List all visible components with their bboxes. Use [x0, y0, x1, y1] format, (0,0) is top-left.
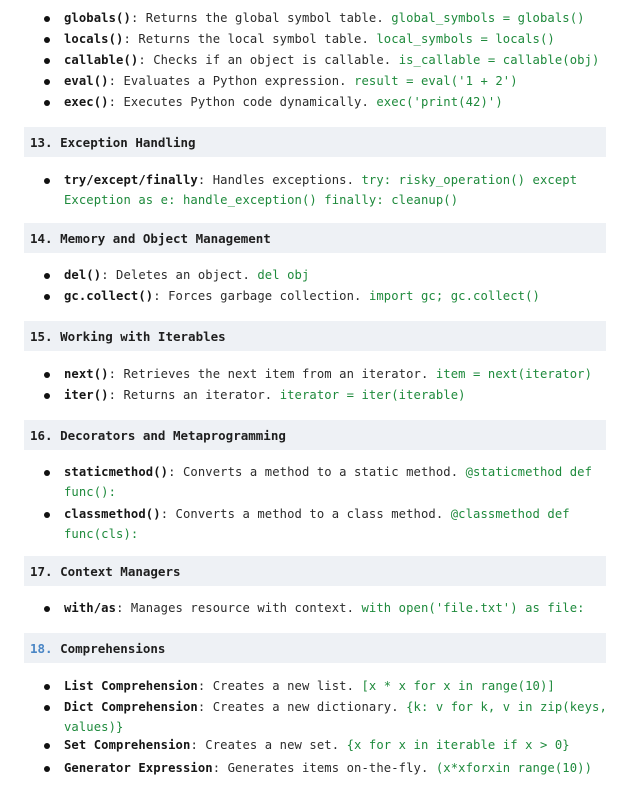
- section-heading-comprehensions: 18. Comprehensions: [24, 633, 606, 663]
- list-item: globals(): Returns the global symbol tab…: [0, 8, 639, 29]
- section-list: staticmethod(): Converts a method to a s…: [0, 462, 639, 544]
- item-description: : Checks if an object is callable.: [138, 53, 392, 67]
- item-term: List Comprehension: [64, 679, 198, 693]
- list-item: gc.collect(): Forces garbage collection.…: [0, 286, 639, 306]
- item-code: is_callable = callable(obj): [398, 53, 600, 67]
- item-term: next(): [64, 367, 109, 381]
- section-list: del(): Deletes an object. del obj gc.col…: [0, 265, 639, 306]
- section-heading-iterables: 15. Working with Iterables: [24, 321, 606, 351]
- section-list: List Comprehension: Creates a new list. …: [0, 676, 639, 778]
- item-term: eval(): [64, 74, 109, 88]
- item-term: del(): [64, 268, 102, 282]
- section-heading-context-managers: 17. Context Managers: [24, 556, 606, 586]
- item-description: : Evaluates a Python expression.: [108, 74, 347, 88]
- item-term: with/as: [64, 601, 117, 615]
- list-item: eval(): Evaluates a Python expression. r…: [0, 71, 639, 92]
- item-description: : Converts a method to a static method.: [168, 465, 459, 479]
- item-term: Set Comprehension: [64, 738, 191, 752]
- list-item: staticmethod(): Converts a method to a s…: [0, 462, 639, 502]
- item-code: import gc; gc.collect(): [368, 289, 540, 303]
- list-item: exec(): Executes Python code dynamically…: [0, 92, 639, 113]
- list-item: next(): Retrieves the next item from an …: [0, 364, 639, 385]
- item-code: try: risky_operation() except Exception …: [64, 173, 578, 207]
- item-description: : Retrieves the next item from an iterat…: [108, 367, 429, 381]
- item-term: exec(): [64, 95, 109, 109]
- item-description: : Forces garbage collection.: [153, 289, 362, 303]
- item-term: callable(): [64, 53, 139, 67]
- section-heading-exception-handling: 13. Exception Handling: [24, 127, 606, 157]
- item-description: : Returns the global symbol table.: [130, 11, 384, 25]
- item-description: : Executes Python code dynamically.: [108, 95, 369, 109]
- item-description: : Handles exceptions.: [197, 173, 355, 187]
- item-description: : Creates a new dictionary.: [197, 700, 399, 714]
- item-code: {x for x in iterable if x > 0}: [346, 738, 570, 752]
- item-term: locals(): [64, 32, 124, 46]
- item-term: Generator Expression: [64, 761, 213, 775]
- item-code: del obj: [257, 268, 310, 282]
- list-item: try/except/finally: Handles exceptions. …: [0, 170, 639, 210]
- list-item: locals(): Returns the local symbol table…: [0, 29, 639, 50]
- item-code: {k: v for k, v in zip(keys, values)}: [64, 700, 607, 734]
- item-code: local_symbols = locals(): [376, 32, 555, 46]
- item-description: : Returns an iterator.: [108, 388, 273, 402]
- item-description: : Returns the local symbol table.: [123, 32, 369, 46]
- list-item: List Comprehension: Creates a new list. …: [0, 676, 639, 697]
- list-item: callable(): Checks if an object is calla…: [0, 50, 639, 71]
- item-description: : Deletes an object.: [101, 268, 250, 282]
- item-code: iterator = iter(iterable): [279, 388, 466, 402]
- section-number: 18.: [30, 640, 53, 656]
- list-item: iter(): Returns an iterator. iterator = …: [0, 385, 639, 405]
- item-term: gc.collect(): [64, 289, 154, 303]
- section-heading-decorators: 16. Decorators and Metaprogramming: [24, 420, 606, 450]
- item-code: item = next(iterator): [435, 367, 593, 381]
- item-code: global_symbols = globals(): [391, 11, 585, 25]
- item-term: staticmethod(): [64, 465, 169, 479]
- item-code: with open('file.txt') as file:: [361, 601, 585, 615]
- item-code: result = eval('1 + 2'): [354, 74, 518, 88]
- section-list: try/except/finally: Handles exceptions. …: [0, 170, 639, 210]
- list-item: Set Comprehension: Creates a new set. {x…: [0, 735, 639, 758]
- list-item: del(): Deletes an object. del obj: [0, 265, 639, 286]
- list-item: classmethod(): Converts a method to a cl…: [0, 504, 639, 544]
- item-description: : Converts a method to a class method.: [160, 507, 444, 521]
- section-list: next(): Retrieves the next item from an …: [0, 364, 639, 405]
- item-code: (x*xforxin range(10)): [435, 761, 593, 775]
- item-term: globals(): [64, 11, 131, 25]
- list-item: Generator Expression: Generates items on…: [0, 758, 639, 778]
- item-description: : Generates items on-the-fly.: [212, 761, 429, 775]
- item-description: : Creates a new list.: [197, 679, 355, 693]
- section-title: Comprehensions: [52, 640, 166, 656]
- section-list: with/as: Manages resource with context. …: [0, 598, 639, 618]
- item-term: try/except/finally: [64, 173, 198, 187]
- item-code: [x * x for x in range(10)]: [361, 679, 555, 693]
- item-term: Dict Comprehension: [64, 700, 198, 714]
- item-description: : Creates a new set.: [190, 738, 340, 752]
- item-description: : Manages resource with context.: [116, 601, 355, 615]
- item-code: @classmethod def func(cls):: [64, 507, 570, 541]
- list-item: Dict Comprehension: Creates a new dictio…: [0, 697, 639, 737]
- item-code: exec('print(42)'): [376, 95, 503, 109]
- item-term: iter(): [64, 388, 109, 402]
- builtin-functions-list: globals(): Returns the global symbol tab…: [0, 8, 639, 113]
- item-code: @staticmethod def func():: [64, 465, 593, 499]
- item-term: classmethod(): [64, 507, 161, 521]
- list-item: with/as: Manages resource with context. …: [0, 598, 639, 618]
- section-heading-memory-management: 14. Memory and Object Management: [24, 223, 606, 253]
